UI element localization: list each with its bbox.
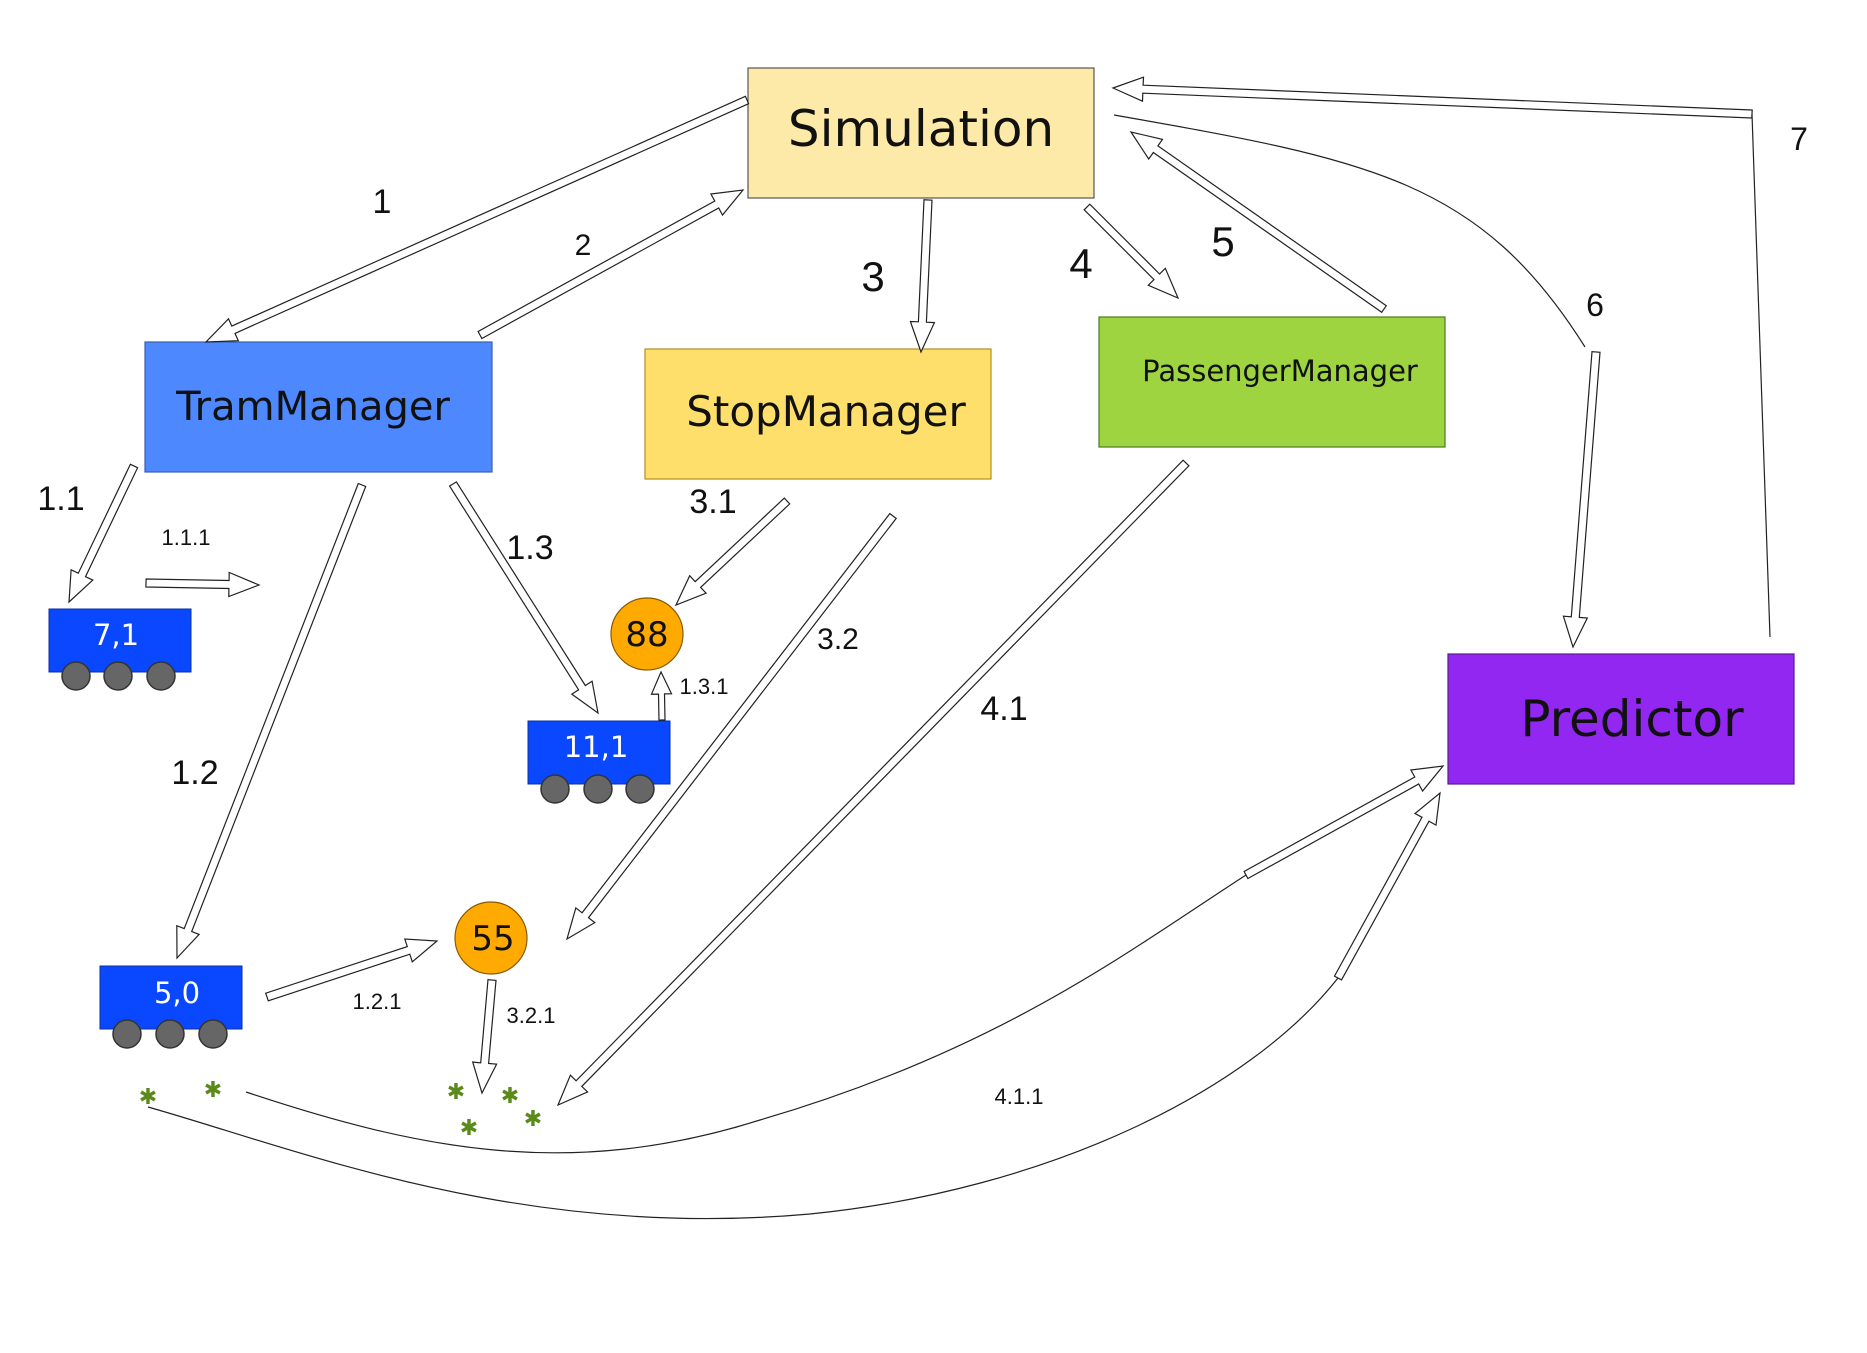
arrow-3 bbox=[909, 199, 936, 354]
stop-manager-node: StopManager bbox=[644, 348, 992, 480]
arrow-4-1 bbox=[556, 459, 1190, 1107]
wheel-icon bbox=[198, 1019, 228, 1049]
wheel-icon bbox=[625, 774, 655, 804]
edge-label-1-3-1: 1.3.1 bbox=[680, 674, 729, 699]
simulation-label: Simulation bbox=[788, 100, 1054, 158]
predictor-node: Predictor bbox=[1447, 653, 1795, 785]
edge-label-3: 3 bbox=[861, 253, 884, 300]
tram-label: 7,1 bbox=[93, 618, 139, 652]
arrow-1-1-1 bbox=[145, 571, 261, 598]
connector-line bbox=[245, 874, 1247, 1154]
tram-11-1: 11,1 bbox=[527, 720, 671, 804]
simulation-node: Simulation bbox=[747, 67, 1095, 199]
wheel-icon bbox=[61, 661, 91, 691]
tram-manager-node: TramManager bbox=[144, 341, 493, 473]
asterisk-icon: ✱ bbox=[524, 1106, 542, 1131]
arrow-7 bbox=[1111, 76, 1753, 119]
passenger-group: ✱ ✱ ✱ ✱ ✱ ✱ bbox=[139, 1077, 542, 1140]
curve-7 bbox=[1751, 113, 1771, 638]
tram-label: 5,0 bbox=[154, 976, 200, 1010]
passenger-manager-node: PassengerManager bbox=[1098, 316, 1446, 448]
arrow-4-1-1b bbox=[1333, 791, 1441, 981]
asterisk-icon: ✱ bbox=[501, 1083, 519, 1108]
arrow-1-3 bbox=[448, 481, 599, 715]
wheel-icon bbox=[112, 1019, 142, 1049]
wheel-icon bbox=[583, 774, 613, 804]
curve-6 bbox=[1113, 114, 1586, 348]
edge-label-1: 1 bbox=[373, 183, 392, 221]
arrow-3-2 bbox=[566, 512, 898, 941]
edge-label-3-1: 3.1 bbox=[689, 483, 736, 521]
asterisk-icon: ✱ bbox=[447, 1079, 465, 1104]
arrow-3-2-1 bbox=[471, 978, 498, 1095]
arrow-4-1-1a bbox=[1243, 765, 1445, 880]
arrow-4 bbox=[1083, 203, 1180, 300]
connector-line bbox=[1751, 113, 1771, 638]
connector-line bbox=[147, 977, 1339, 1220]
arrow-2 bbox=[477, 189, 745, 340]
asterisk-icon: ✱ bbox=[139, 1084, 157, 1109]
edge-label-1-1: 1.1 bbox=[37, 480, 84, 518]
wheel-icon bbox=[155, 1019, 185, 1049]
wheel-icon bbox=[540, 774, 570, 804]
asterisk-icon: ✱ bbox=[460, 1115, 478, 1140]
tram-label: 11,1 bbox=[564, 730, 629, 764]
edge-label-2: 2 bbox=[575, 229, 592, 262]
edge-label-1-2-1: 1.2.1 bbox=[353, 989, 402, 1014]
edge-label-4-1-1: 4.1.1 bbox=[995, 1084, 1044, 1109]
stop-label: 88 bbox=[625, 615, 668, 655]
stop-label: 55 bbox=[471, 919, 514, 959]
arrow-6 bbox=[1562, 351, 1601, 649]
stop-88: 88 bbox=[610, 597, 684, 671]
arrow-5 bbox=[1129, 131, 1388, 314]
arrow-1 bbox=[204, 95, 750, 343]
tram-5-0: 5,0 bbox=[99, 965, 243, 1049]
edge-label-1-1-1: 1.1.1 bbox=[162, 525, 211, 550]
curve-4-1-1 bbox=[147, 874, 1339, 1220]
edge-labels: 1 2 3 4 5 6 7 1.1 1.1.1 1.2 1.2.1 1.3 1.… bbox=[37, 121, 1808, 1109]
connector-line bbox=[1113, 114, 1586, 348]
arrow-1-1 bbox=[68, 463, 139, 604]
wheel-icon bbox=[103, 661, 133, 691]
stop-manager-label: StopManager bbox=[686, 387, 966, 436]
edge-label-6: 6 bbox=[1586, 287, 1604, 323]
tram-manager-label: TramManager bbox=[175, 384, 450, 430]
asterisk-icon: ✱ bbox=[204, 1077, 222, 1102]
arrow-1-3-1 bbox=[650, 670, 673, 721]
stop-55: 55 bbox=[454, 901, 528, 975]
arrow-3-1 bbox=[674, 497, 791, 607]
tram-7-1: 7,1 bbox=[48, 608, 192, 691]
arrow-1-2-1 bbox=[264, 938, 439, 1002]
arrow-layer bbox=[68, 76, 1753, 1107]
predictor-label: Predictor bbox=[1520, 690, 1744, 748]
edge-label-1-2: 1.2 bbox=[171, 754, 218, 792]
edge-label-3-2: 3.2 bbox=[817, 623, 859, 656]
passenger-manager-label: PassengerManager bbox=[1142, 354, 1418, 388]
edge-label-1-3: 1.3 bbox=[506, 529, 553, 567]
edge-label-3-2-1: 3.2.1 bbox=[507, 1003, 556, 1028]
edge-label-7: 7 bbox=[1790, 121, 1808, 157]
edge-label-5: 5 bbox=[1211, 218, 1234, 265]
edge-label-4-1: 4.1 bbox=[980, 690, 1027, 728]
edge-label-4: 4 bbox=[1069, 240, 1092, 287]
arrow-1-2 bbox=[176, 482, 367, 960]
wheel-icon bbox=[146, 661, 176, 691]
